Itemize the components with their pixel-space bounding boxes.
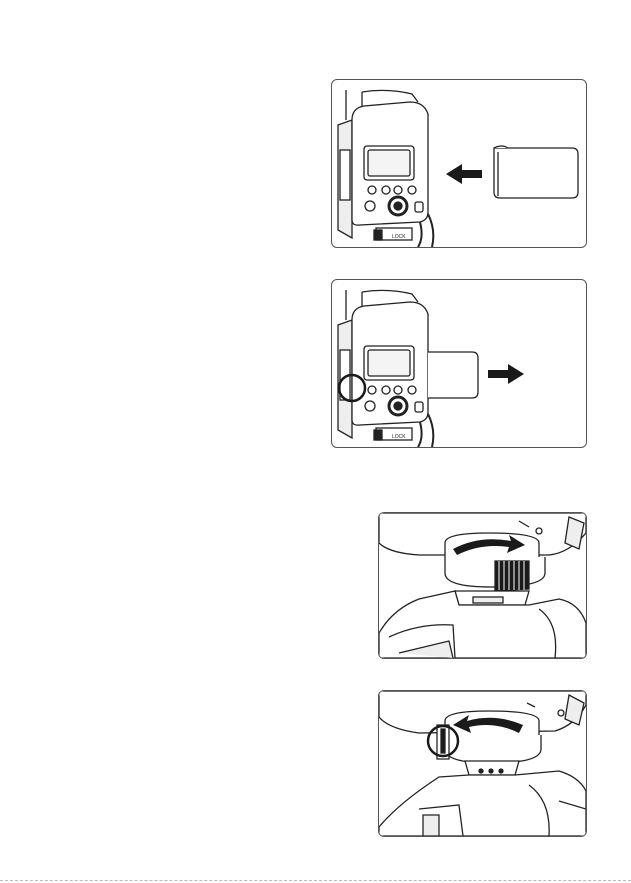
unlock-mount-illustration	[379, 691, 586, 836]
battery-pack	[428, 352, 478, 398]
insert-battery-illustration: LOCK	[332, 80, 586, 247]
page-bottom-rule	[0, 880, 631, 881]
arrow-left-icon	[446, 164, 482, 184]
figure-unlock-mount-ring	[378, 690, 587, 837]
figure-remove-battery: LOCK	[331, 279, 587, 448]
remove-battery-illustration: LOCK	[332, 280, 586, 447]
figure-lock-mount-ring	[378, 512, 587, 659]
lock-mount-illustration	[379, 513, 586, 658]
battery-pack	[494, 146, 578, 198]
lock-label: LOCK	[392, 434, 406, 440]
lock-label: LOCK	[392, 234, 406, 240]
arrow-right-icon	[488, 364, 524, 384]
figure-insert-battery: LOCK	[331, 79, 587, 248]
